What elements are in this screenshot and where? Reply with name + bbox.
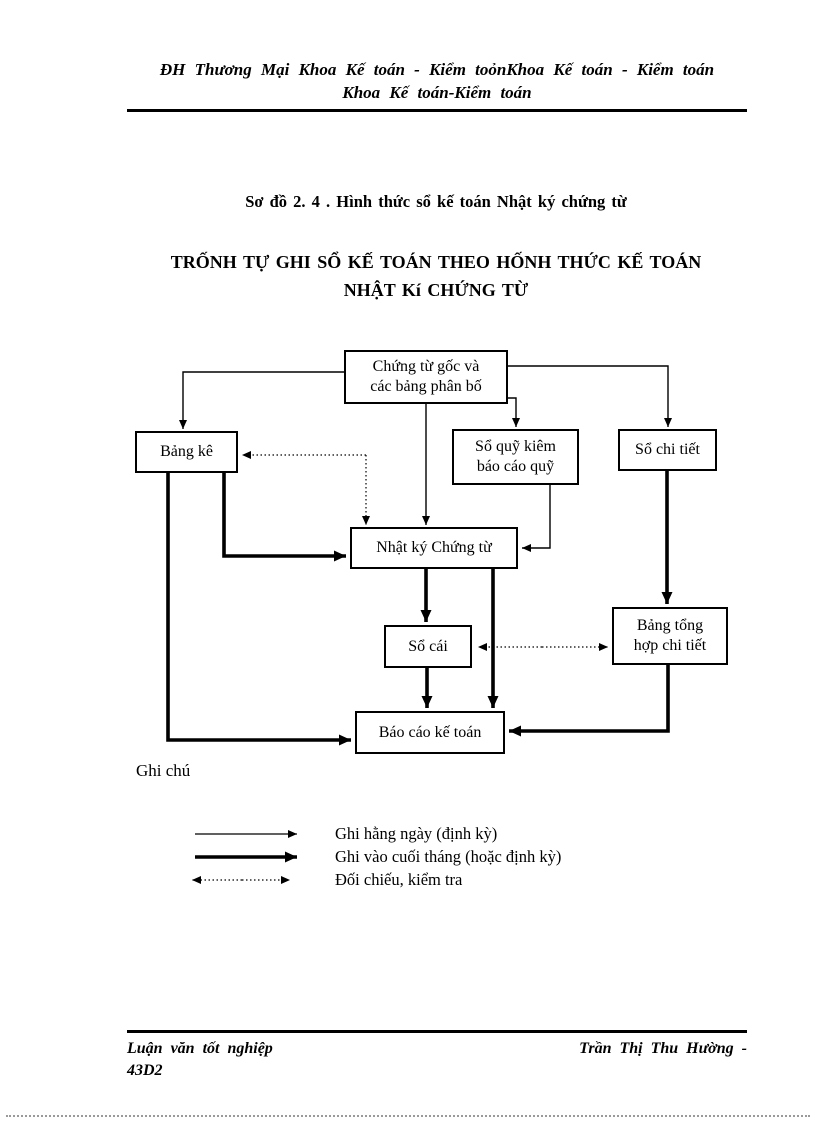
node-bao-cao: Báo cáo kế toán (355, 711, 505, 754)
dashed-double-arrow-icon (192, 875, 290, 884)
bottom-dotted-divider (6, 1115, 810, 1117)
footer-thesis-label: Luận văn tốt nghiệp (127, 1040, 273, 1057)
node-so-chi-tiet-label: Sổ chi tiết (635, 441, 700, 458)
node-bang-tong-hop: Bảng tổng hợp chi tiết (612, 607, 728, 665)
node-chung-tu-goc-label: Chứng từ gốc và các bảng phân bố (370, 358, 482, 395)
node-chung-tu-goc: Chứng từ gốc và các bảng phân bố (344, 350, 508, 404)
arrow-chungtu-to-soquy (508, 397, 520, 427)
node-bao-cao-label: Báo cáo kế toán (378, 723, 482, 741)
page-header: ĐH Thương Mại Khoa Kế toán - Kiểm toỏnKh… (127, 58, 747, 112)
footer-class-code: 43D2 (127, 1062, 163, 1079)
node-bang-ke: Bảng kê (135, 431, 238, 473)
node-so-cai-label: Sổ cái (408, 637, 448, 655)
node-nhat-ky-chung-tu: Nhật ký Chứng từ (350, 527, 518, 569)
node-nhat-ky-chung-tu-label: Nhật ký Chứng từ (376, 539, 492, 556)
legend-row-monthly: Ghi vào cuối tháng (hoặc định kỳ) (187, 845, 561, 868)
legend-note-label: Ghi chú (136, 761, 191, 780)
legend-label-check: Đối chiếu, kiểm tra (335, 869, 463, 889)
legend: Ghi hằng ngày (định kỳ) Ghi vào cuối thá… (187, 822, 561, 891)
node-so-chi-tiet: Sổ chi tiết (618, 429, 717, 471)
node-bang-ke-label: Bảng kê (160, 443, 213, 460)
node-so-quy: Sổ quỹ kiêm báo cáo quỹ (452, 429, 579, 485)
node-so-cai: Sổ cái (384, 625, 472, 668)
arrow-chungtu-to-bangke (179, 371, 344, 429)
legend-row-check: Đối chiếu, kiểm tra (187, 868, 561, 891)
header-line-1: ĐH Thương Mại Khoa Kế toán - Kiểm toỏnKh… (159, 60, 715, 79)
diagram-title-line-2: NHẬT Kí CHỨNG TỪ (343, 280, 529, 300)
header-line-2: Khoa Kế toán-Kiểm toán (342, 83, 532, 102)
diagram-title-line-1: TRỐNH TỰ GHI SỔ KẾ TOÁN THEO HỐNH THỨC K… (170, 252, 702, 272)
thick-arrow-icon (195, 851, 297, 862)
arrow-bangke-to-baocao (166, 473, 351, 746)
thin-arrow-icon (195, 829, 297, 838)
legend-row-daily: Ghi hằng ngày (định kỳ) (187, 822, 561, 845)
arrow-soquy-to-nhatky (522, 485, 551, 552)
node-bang-tong-hop-label: Bảng tổng hợp chi tiết (633, 617, 707, 654)
footer-author: Trần Thị Thu Hường - (579, 1040, 747, 1057)
arrow-bangke-to-nhatky (222, 473, 346, 562)
legend-label-daily: Ghi hằng ngày (định kỳ) (335, 823, 498, 843)
arrow-bangtonghop-to-baocao (509, 665, 670, 737)
arrow-chungtu-to-sochitiet (508, 365, 672, 427)
node-so-quy-label: Sổ quỹ kiêm báo cáo quỹ (475, 438, 556, 475)
page-footer: Luận văn tốt nghiệp Trần Thị Thu Hường -… (127, 1030, 747, 1082)
figure-caption: Sơ đồ 2. 4 . Hình thức sổ kế toán Nhật k… (245, 192, 627, 211)
diagram-title: TRỐNH TỰ GHI SỔ KẾ TOÁN THEO HỐNH THỨC K… (72, 248, 800, 304)
legend-label-monthly: Ghi vào cuối tháng (hoặc định kỳ) (335, 846, 562, 866)
